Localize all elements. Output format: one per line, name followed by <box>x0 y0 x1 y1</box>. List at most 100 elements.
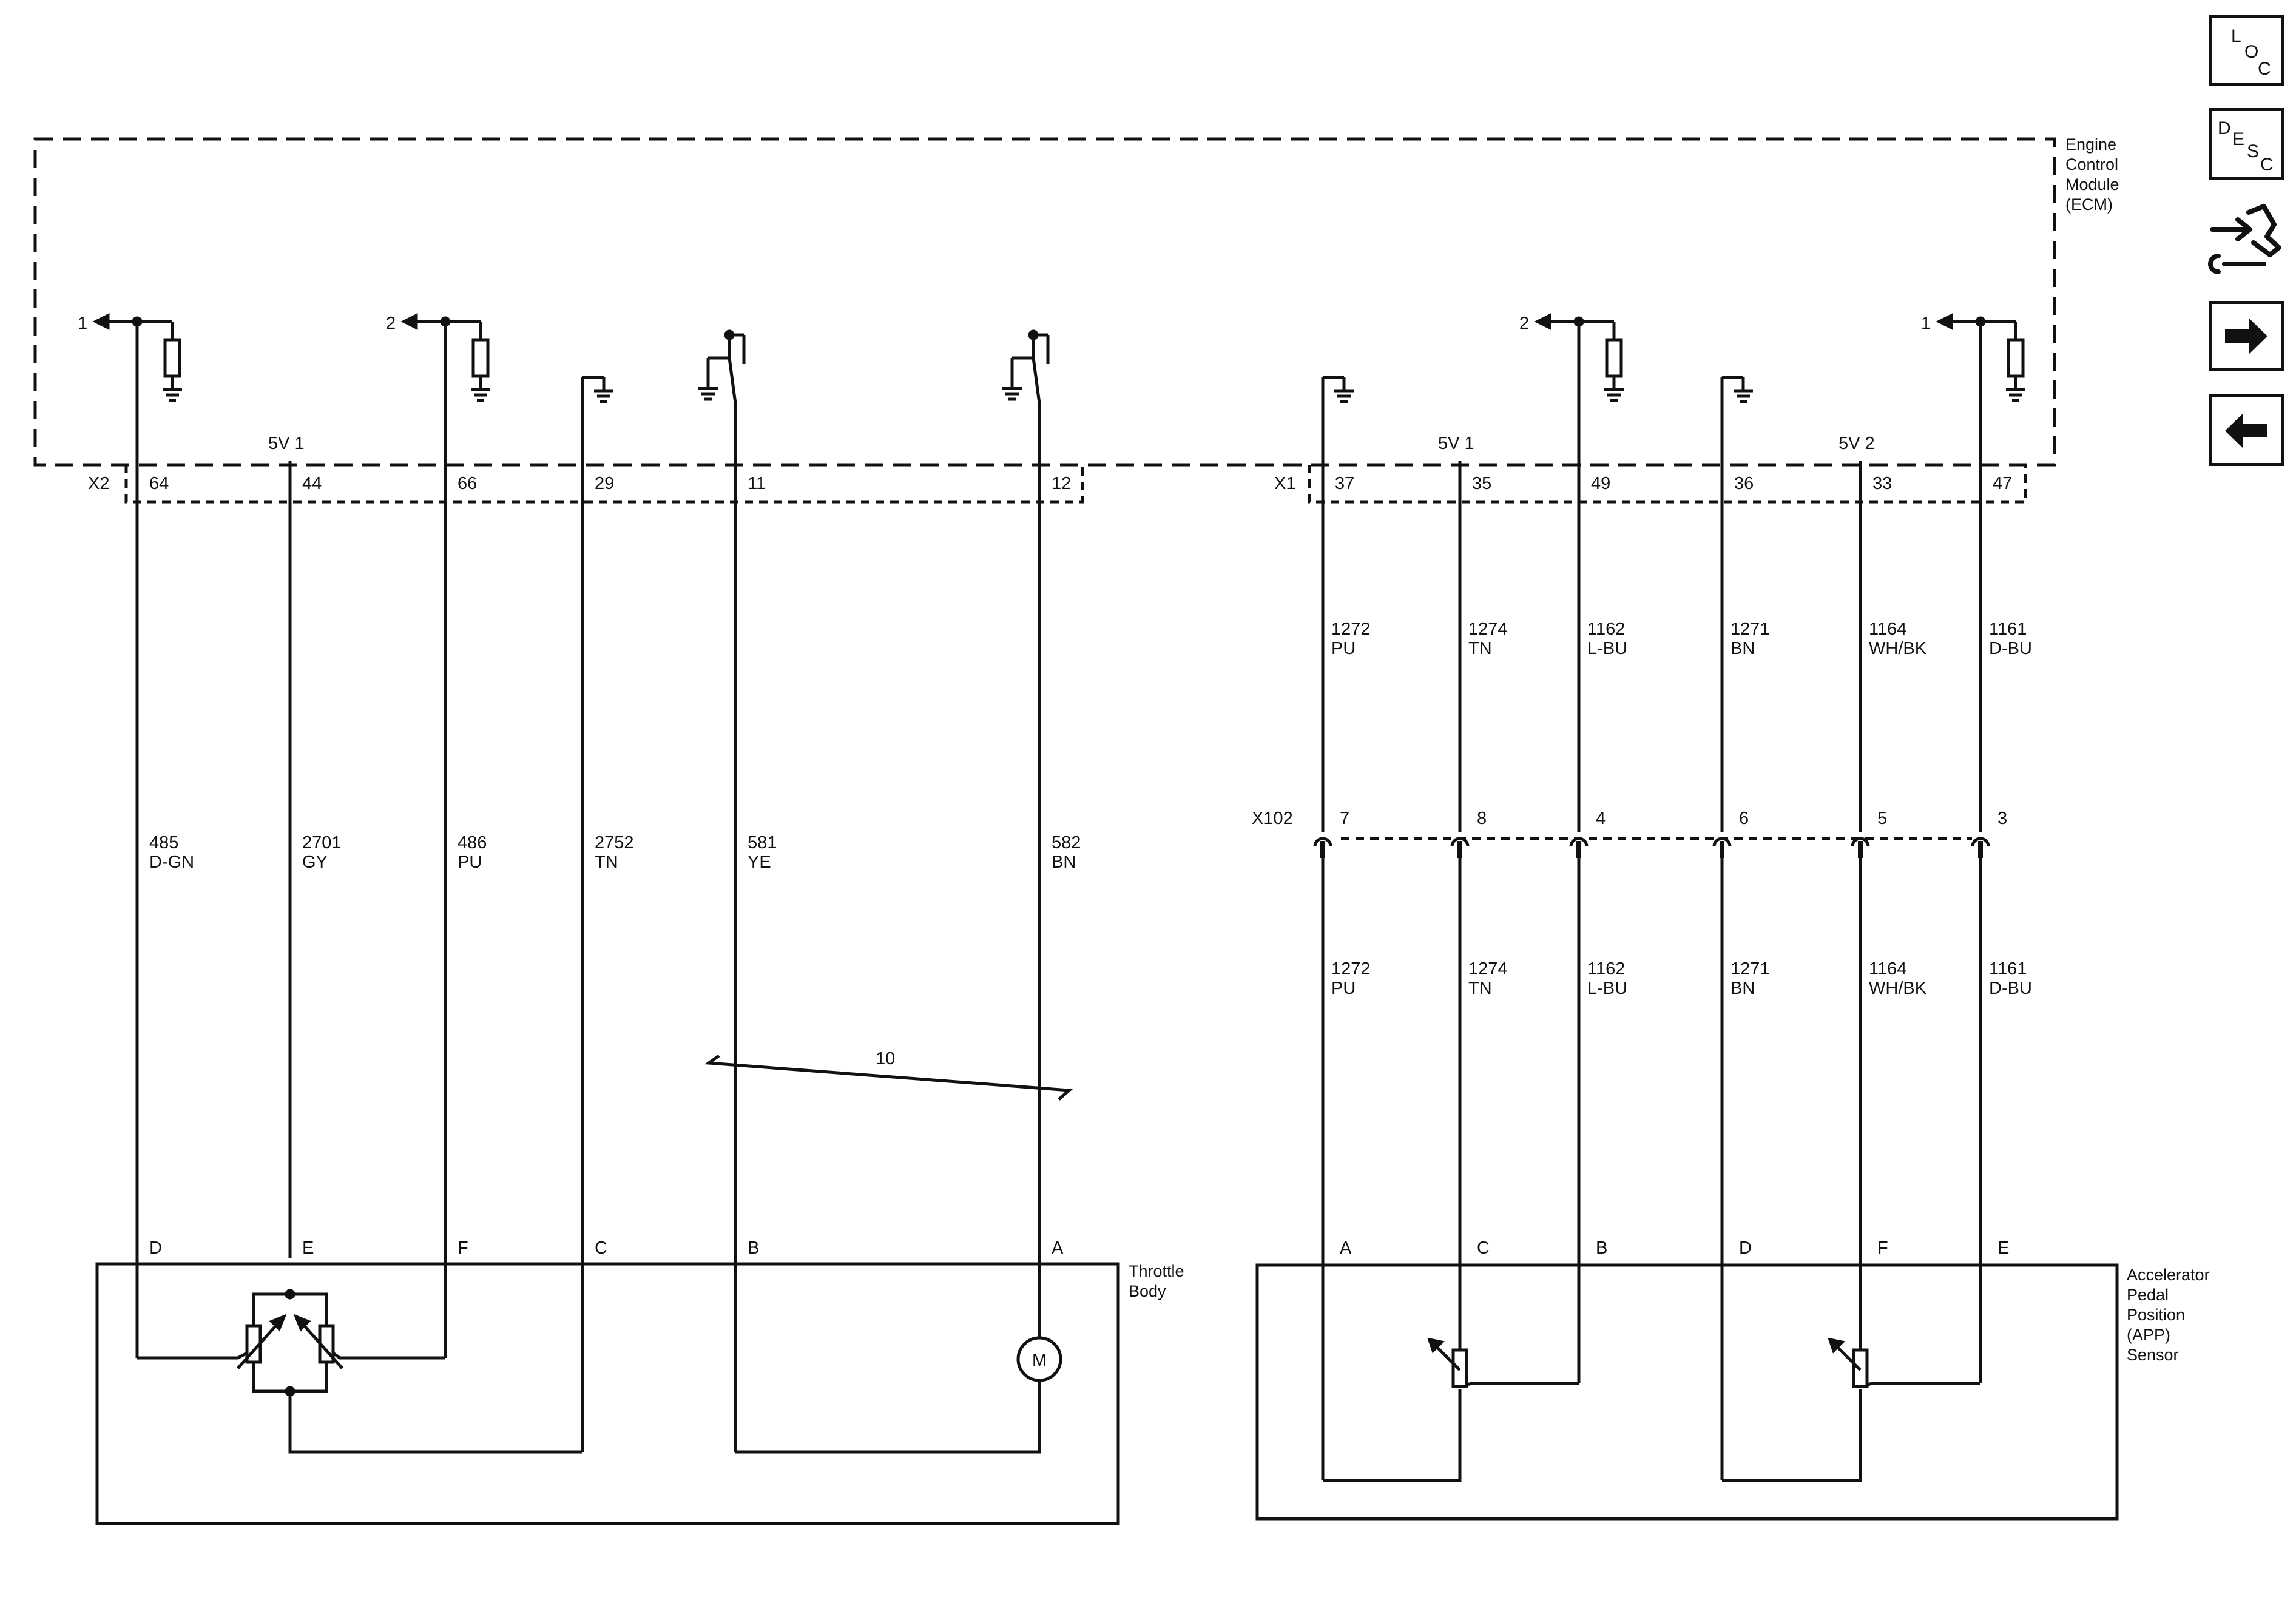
tb-circuit-num-581: 581 <box>748 833 777 852</box>
supply-label-app1: 5V 1 <box>1438 434 1474 453</box>
app-circuit-num-lower-1161: 1161 <box>1989 959 2027 979</box>
x102-pin-4 <box>1858 841 1863 858</box>
tb-motor-label: M <box>1032 1351 1047 1370</box>
ecm-ref-3-resistor <box>1605 338 1623 378</box>
desc-button[interactable]: D E S C <box>2209 108 2284 180</box>
ecm-ref-3-node <box>1573 316 1584 327</box>
tb-tps2-arrow <box>293 1314 311 1332</box>
app-circuit-num-lower-1274: 1274 <box>1468 959 1508 979</box>
app-sensor-box <box>1255 1263 2119 1521</box>
loc-button[interactable]: L O C <box>2209 15 2284 86</box>
x102-pin-3 <box>1720 841 1724 858</box>
supply-label-tb: 5V 1 <box>268 434 305 453</box>
app-terminal-C: C <box>1477 1238 1490 1258</box>
app-circuit-num-lower-1272: 1272 <box>1331 959 1371 979</box>
x102-pin-arc-4 <box>1851 837 1870 847</box>
tb-name-line-0: Throttle <box>1129 1262 1184 1280</box>
x1-pin-36: 36 <box>1734 474 1754 493</box>
app-circuit-color-lower-1271: BN <box>1730 979 1755 998</box>
app-sensor-2-loop <box>1722 1389 1862 1482</box>
tb-terminal-A: A <box>1052 1238 1064 1258</box>
ecm-ref-1-resistor <box>163 338 181 378</box>
tb-wire-D-link <box>137 1351 248 1360</box>
tb-motor <box>1016 1336 1062 1382</box>
x1-pin-33: 33 <box>1872 474 1892 493</box>
desc-letter-2: E <box>2232 129 2244 149</box>
arrow-left-icon <box>2225 413 2267 448</box>
connector-x1-label: X1 <box>1274 474 1295 493</box>
ecm-ref-2-resistor <box>471 338 490 378</box>
app-circuit-color-lower-1164: WH/BK <box>1869 979 1927 998</box>
x102-pin-2 <box>1576 841 1581 858</box>
connector-x2-label: X2 <box>88 474 109 493</box>
ecm-ref-1-node <box>132 316 143 327</box>
x102-pin-arc-1 <box>1450 837 1470 847</box>
x2-pin-29: 29 <box>595 474 614 493</box>
tb-terminal-B: B <box>748 1238 759 1258</box>
tb-circuit-num-2701: 2701 <box>302 833 342 852</box>
app-circuit-color-lower-1274: TN <box>1468 979 1492 998</box>
loc-letter-1: L <box>2231 26 2241 46</box>
connector-x2-outline <box>124 465 1084 504</box>
x102-pin-label-6: 6 <box>1739 809 1749 828</box>
x1-pin-35: 35 <box>1472 474 1491 493</box>
app-circuit-num-lower-1162: 1162 <box>1587 959 1625 979</box>
x2-pin-64: 64 <box>149 474 169 493</box>
ecm-ref-3-label: 2 <box>1519 314 1529 333</box>
ecm-boundary <box>33 137 2056 467</box>
tb-terminal-F: F <box>458 1238 468 1258</box>
app-terminal-D: D <box>1739 1238 1752 1258</box>
app-circuit-color-upper-1162: L-BU <box>1587 639 1627 658</box>
app-sensor-2-wiper-arrow <box>1828 1337 1846 1354</box>
desc-letter-3: S <box>2247 141 2259 161</box>
ecm-ref-2-node <box>440 316 451 327</box>
ecm-ref-1-arrow <box>92 312 110 331</box>
ecm-switch-12-blade <box>1032 357 1041 404</box>
app-circuit-num-lower-1271: 1271 <box>1730 959 1770 979</box>
x102-pin-1 <box>1457 841 1462 858</box>
twisted-pair-marker <box>704 1054 1073 1101</box>
app-terminal-A: A <box>1340 1238 1352 1258</box>
desc-letter-1: D <box>2218 118 2231 138</box>
prev-page-button[interactable] <box>2209 394 2284 466</box>
app-circuit-color-lower-1161: D-BU <box>1989 979 2032 998</box>
app-circuit-num-upper-1161: 1161 <box>1989 619 2027 639</box>
app-circuit-num-upper-1164: 1164 <box>1869 619 1906 639</box>
x102-pin-label-5: 5 <box>1877 809 1887 828</box>
ecm-ref-4-node <box>1975 316 1986 327</box>
x102-pin-arc-2 <box>1569 837 1589 847</box>
tb-circuit-color-581: YE <box>748 852 771 872</box>
x2-pin-12: 12 <box>1052 474 1071 493</box>
tb-circuit-color-582: BN <box>1052 852 1076 872</box>
app-name-line-1: Pedal <box>2127 1286 2169 1304</box>
connector-x102-label: X102 <box>1252 809 1293 828</box>
app-terminal-F: F <box>1877 1238 1888 1258</box>
ecm-name-line-1: Control <box>2065 155 2118 174</box>
app-circuit-color-upper-1274: TN <box>1468 639 1492 658</box>
app-sensor-2-signal <box>1866 1382 1980 1386</box>
app-terminal-E: E <box>1997 1238 2009 1258</box>
supply-label-app2: 5V 2 <box>1838 434 1875 453</box>
x1-pin-47: 47 <box>1993 474 2012 493</box>
ecm-switch-11-blade <box>728 357 737 404</box>
app-sensor-1-signal <box>1466 1382 1579 1386</box>
tb-wire-C-link <box>288 1391 582 1454</box>
ecm-ref-1-label: 1 <box>78 314 87 333</box>
next-page-button[interactable] <box>2209 301 2284 371</box>
desc-letter-4: C <box>2260 155 2274 175</box>
connector-tool-icon[interactable] <box>2206 200 2285 285</box>
app-circuit-num-upper-1274: 1274 <box>1468 619 1508 639</box>
tb-wire-F-link <box>332 1351 445 1360</box>
x1-pin-49: 49 <box>1591 474 1610 493</box>
ecm-name-line-0: Engine <box>2065 135 2116 154</box>
app-name-line-4: Sensor <box>2127 1346 2179 1364</box>
x102-pin-0 <box>1320 841 1325 858</box>
throttle-body-box <box>95 1262 1120 1525</box>
tb-circuit-color-2701: GY <box>302 852 328 872</box>
app-circuit-num-upper-1271: 1271 <box>1730 619 1770 639</box>
ecm-ref-3-arrow <box>1534 312 1551 331</box>
loc-letter-3: C <box>2258 59 2271 79</box>
x102-pin-label-8: 8 <box>1477 809 1487 828</box>
tb-circuit-color-2752: TN <box>595 852 618 872</box>
